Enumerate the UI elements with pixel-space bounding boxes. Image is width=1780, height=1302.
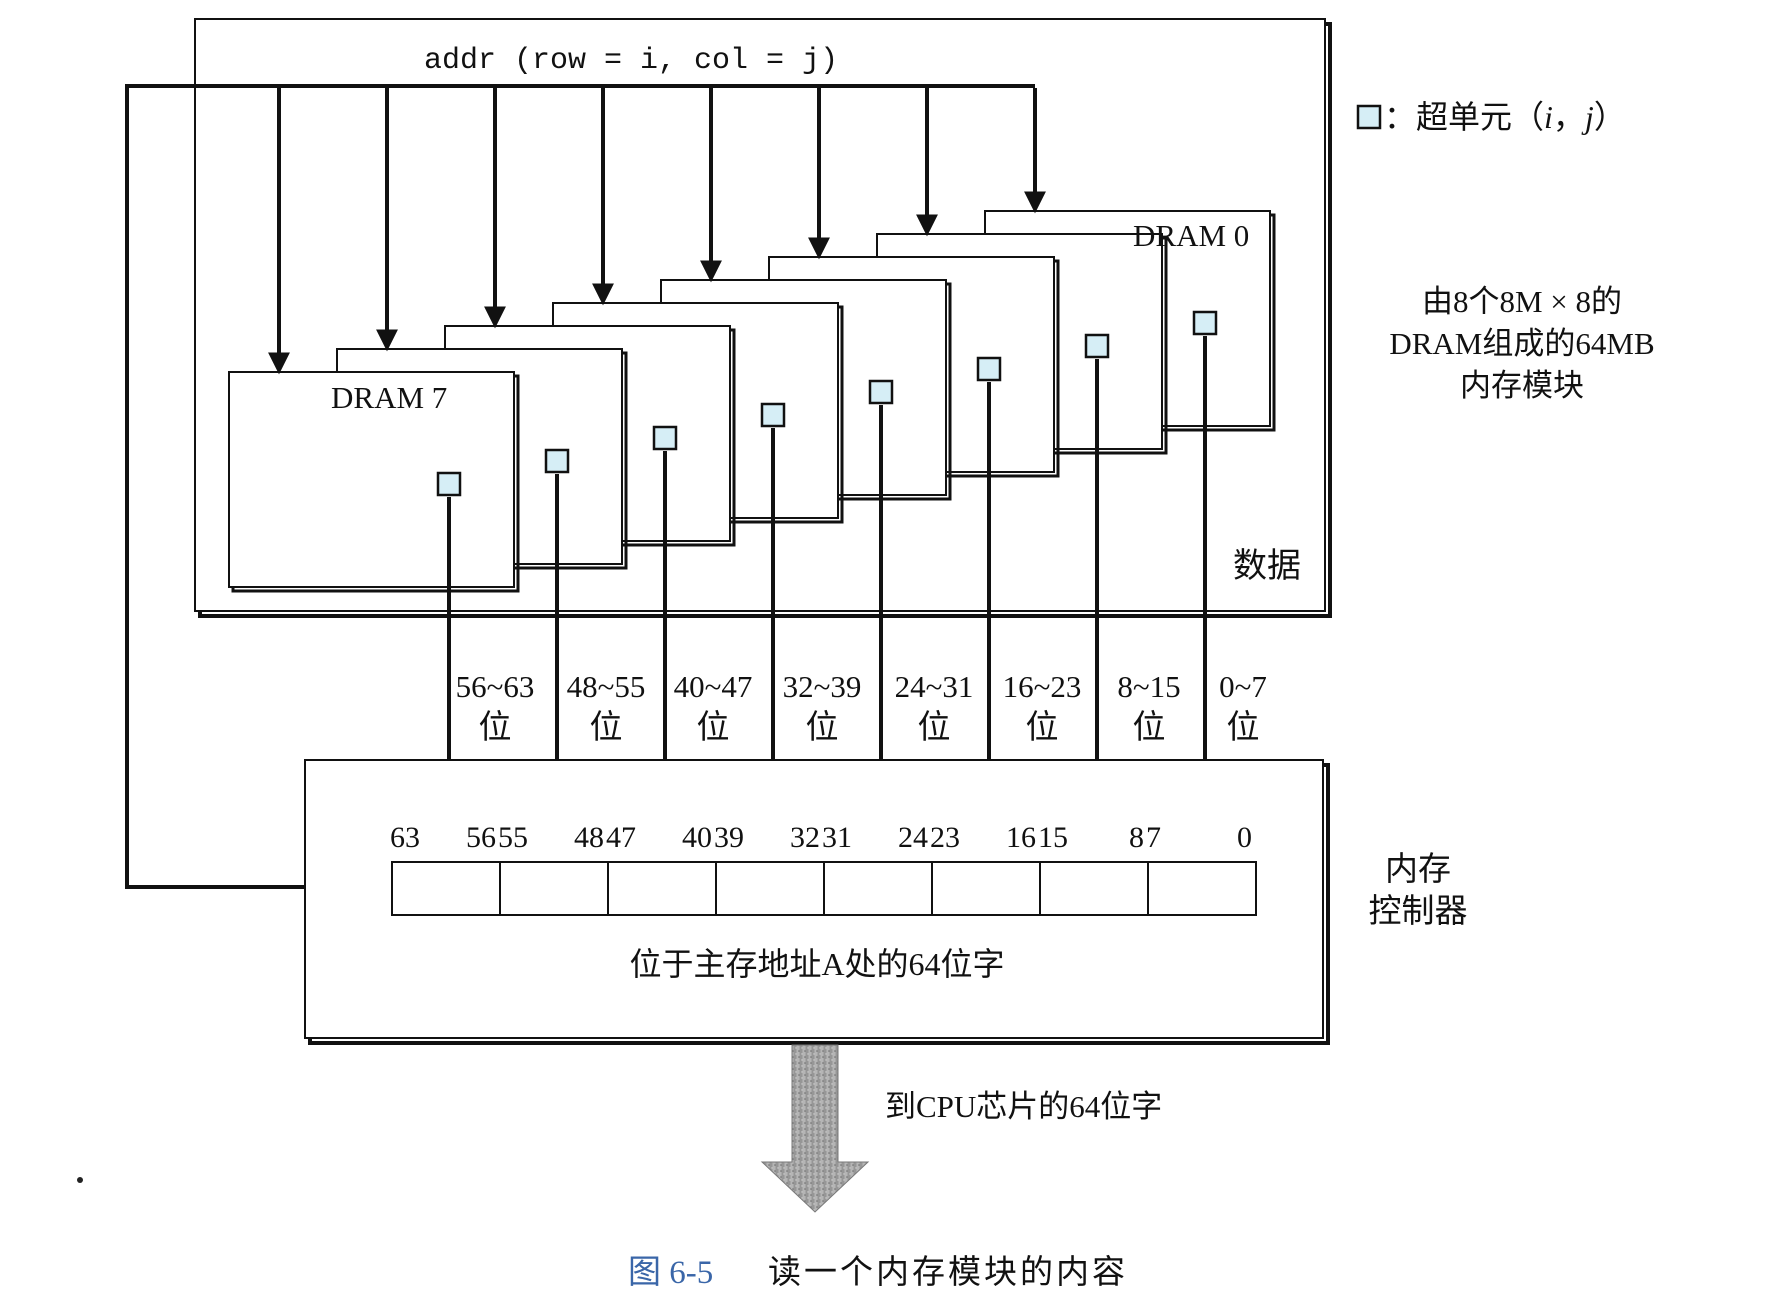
address-arrows	[268, 88, 1046, 375]
bit-range-unit: 位	[697, 709, 730, 746]
bit-range-label: 0~7	[1219, 669, 1267, 704]
word-register	[391, 861, 1257, 916]
bit-position-label: 8	[1129, 821, 1144, 854]
bit-position-label: 0	[1237, 821, 1252, 854]
bit-range-unit: 位	[1133, 709, 1166, 746]
bit-position-label: 40	[682, 821, 712, 854]
bit-range-label: 24~31	[895, 669, 974, 704]
module-description: 由8个8M × 8的 DRAM组成的64MB 内存模块	[1389, 284, 1654, 403]
data-label: 数据	[1233, 547, 1301, 585]
supercell-2	[976, 356, 1002, 382]
controller-label-line-1: 内存	[1385, 851, 1451, 888]
dram-chip-7	[228, 371, 520, 593]
bit-position-label: 63	[390, 821, 420, 854]
bit-position-label: 55	[498, 821, 528, 854]
bit-range-labels: 56~63 位 48~55 位 40~47 位 32~39 位 24~31 位 16~23 位 8~15…	[456, 669, 1267, 746]
bit-position-label: 15	[1038, 821, 1068, 854]
supercell-3	[868, 379, 894, 405]
legend-text: ：超单元（i，j）	[1384, 99, 1626, 135]
word-label: 位于主存地址A处的64位字	[629, 946, 1004, 982]
addr-label: addr (row = i, col = j)	[424, 44, 838, 78]
word-byte-cell	[715, 861, 825, 916]
caption-title: 读一个内存模块的内容	[768, 1254, 1128, 1291]
addr-label-bg	[412, 38, 907, 78]
bit-position-label: 7	[1146, 821, 1161, 854]
dram-0-label: DRAM 0	[1133, 218, 1249, 253]
bit-position-label: 47	[606, 821, 636, 854]
output-arrow	[760, 1044, 870, 1213]
bit-position-label: 39	[714, 821, 744, 854]
bit-range-unit: 位	[590, 709, 623, 746]
word-byte-cell	[391, 861, 501, 916]
bit-range-label: 8~15	[1117, 669, 1180, 704]
supercell-7	[436, 471, 462, 497]
bit-position-label: 16	[1006, 821, 1036, 854]
module-description-line-1: 由8个8M × 8的	[1422, 284, 1622, 319]
data-arrows	[436, 310, 1218, 810]
controller-label-line-2: 控制器	[1369, 893, 1468, 930]
bit-range-unit: 位	[806, 709, 839, 746]
stray-dot	[77, 1177, 83, 1183]
bit-range-label: 48~55	[567, 669, 646, 704]
output-label: 到CPU芯片的64位字	[885, 1089, 1162, 1124]
word-byte-cell	[607, 861, 717, 916]
bit-position-label: 32	[790, 821, 820, 854]
bit-position-label: 23	[930, 821, 960, 854]
word-byte-cell	[1147, 861, 1257, 916]
address-bus	[125, 84, 1035, 889]
bit-range-unit: 位	[918, 709, 951, 746]
supercell-1	[1084, 333, 1110, 359]
supercell-6	[544, 448, 570, 474]
word-byte-cell	[1039, 861, 1149, 916]
bit-position-label: 24	[898, 821, 928, 854]
bit-range-label: 56~63	[456, 669, 535, 704]
bit-range-label: 32~39	[783, 669, 862, 704]
word-byte-cell	[499, 861, 609, 916]
supercell-4	[760, 402, 786, 428]
bit-range-unit: 位	[1227, 709, 1260, 746]
bit-position-label: 48	[574, 821, 604, 854]
supercell-legend-icon	[1356, 104, 1382, 130]
caption-number: 图 6-5	[628, 1255, 713, 1291]
legend: ：超单元（i，j）	[1356, 99, 1626, 135]
bit-position-label: 31	[822, 821, 852, 854]
controller-label: 内存 控制器	[1369, 851, 1468, 930]
supercell-0	[1192, 310, 1218, 336]
bit-range-label: 16~23	[1003, 669, 1082, 704]
word-byte-cell	[823, 861, 933, 916]
module-description-line-2: DRAM组成的64MB	[1389, 326, 1654, 361]
bit-range-unit: 位	[1026, 709, 1059, 746]
dram-7-label: DRAM 7	[331, 380, 447, 415]
supercell-5	[652, 425, 678, 451]
module-description-line-3: 内存模块	[1460, 368, 1584, 403]
bit-range-unit: 位	[479, 709, 512, 746]
dram-chips	[228, 210, 1276, 593]
bit-range-label: 40~47	[674, 669, 753, 704]
bit-position-label: 56	[466, 821, 496, 854]
word-byte-cell	[931, 861, 1041, 916]
